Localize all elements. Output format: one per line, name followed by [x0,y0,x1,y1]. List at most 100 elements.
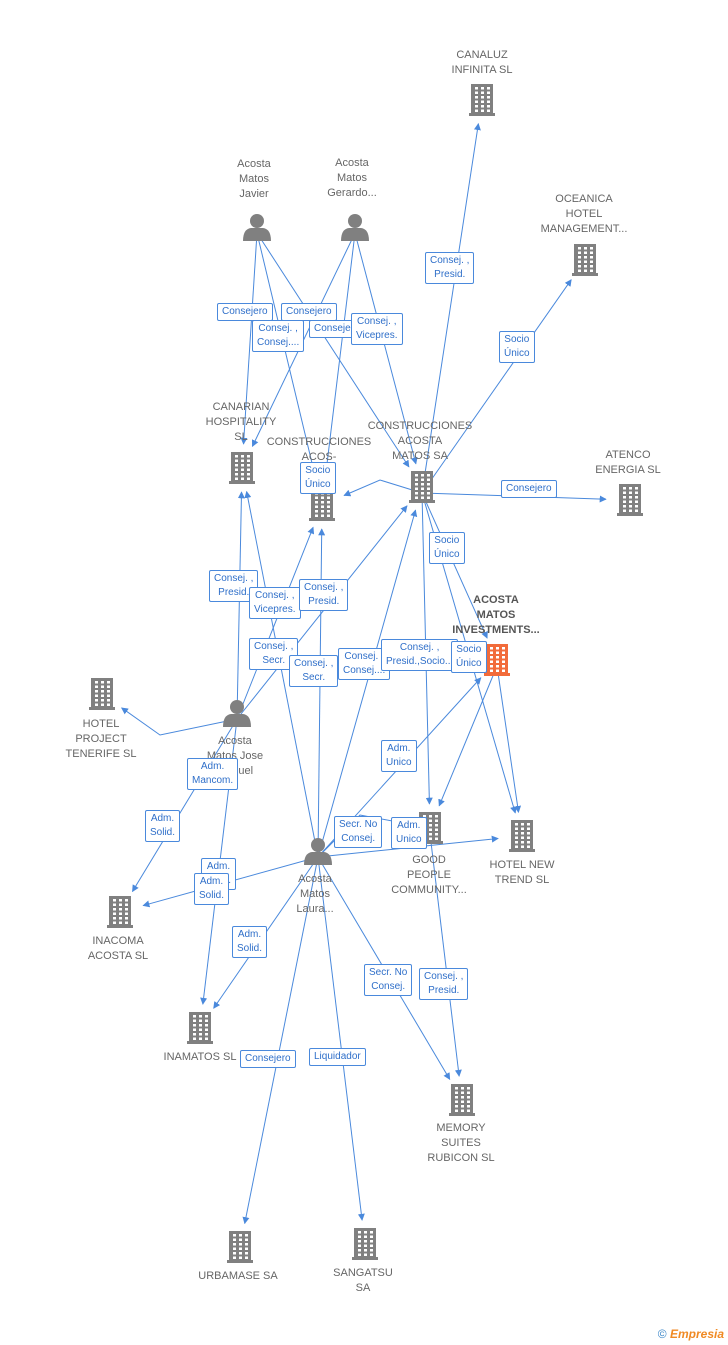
edge-role-label[interactable]: Adm.Solid. [194,873,230,905]
building-icon-oceanica[interactable] [572,244,598,276]
edge-role-text: Consej. , [258,323,298,334]
node-label-line: Matos [337,172,367,184]
edge-role-label[interactable]: Consejero [281,303,337,321]
node-label-inamatos[interactable]: INAMATOS SL [135,1050,265,1065]
edge-role-text: Socio [456,644,482,655]
edge-role-label[interactable]: Consej. ,Presid. [425,252,475,284]
edge-role-text: Socio [305,465,331,476]
edge-role-text: Presid.,Socio... [386,656,454,667]
building-icon-canarian[interactable] [229,452,255,484]
node-label-line: ACOSTA [397,435,443,447]
edge-role-text: Adm. [237,929,262,940]
person-icon-laura[interactable] [304,838,332,865]
node-label-line: MANAGEMENT... [540,223,628,235]
node-label-line: Acosta [335,157,369,169]
node-label-line: ACOS- [301,451,337,463]
edge-goodpeople-memory [429,833,462,1077]
building-icon-hotelproject[interactable] [89,678,115,710]
node-label-line: SA [355,1282,371,1294]
person-icon-gerardo[interactable] [341,214,369,241]
building-icon-memory[interactable] [449,1084,475,1116]
edge-role-text: Presid. [218,587,250,598]
node-label-line: Laura... [296,903,334,915]
building-icon-cam[interactable] [409,471,435,503]
node-label-line: SUITES [441,1137,481,1149]
building-icon-inamatos[interactable] [187,1012,213,1044]
edge-role-label[interactable]: Consej. ,Consej.... [252,320,305,352]
edge-jose-acos [236,526,315,720]
node-label-line: INAMATOS SL [163,1051,237,1063]
node-label-line: INFINITA SL [451,64,513,76]
building-icon-atenco[interactable] [617,484,643,516]
edge-role-text: Consej. , [430,255,470,266]
building-icon-sangatsu[interactable] [352,1228,378,1260]
edge-role-text: Secr. [262,655,286,666]
building-icon-acos[interactable] [309,489,335,521]
node-label-urbamase[interactable]: URBAMASE SA [173,1269,303,1284]
building-icon-inacoma[interactable] [107,896,133,928]
edge-role-text: Consej.... [343,665,386,676]
edge-role-label[interactable]: Consej. ,Vicepres. [249,587,301,619]
building-icon-hotelnew[interactable] [509,820,535,852]
edge-role-label[interactable]: Consejero [217,303,273,321]
edge-role-label[interactable]: Consej. ,Secr. [289,655,339,687]
node-label-line: HOTEL [82,718,120,730]
node-label-line: INVESTMENTS... [452,624,540,636]
node-label-line: COMMUNITY... [391,884,467,896]
edge-role-text: Socio [504,334,530,345]
edge-role-text: Consejero [286,306,332,317]
node-label-line: Acosta [218,735,252,747]
edge-role-text: Consej. , [294,658,334,669]
edge-role-label[interactable]: Consejero [501,480,557,498]
edge-role-label[interactable]: Adm.Unico [391,817,427,849]
edge-role-text: Adm. [397,820,421,831]
edge-cam-acos [343,479,423,497]
edge-role-label[interactable]: Adm.Solid. [232,926,268,958]
building-icon-canaluz[interactable] [469,84,495,116]
edge-role-text: Solid. [150,827,176,838]
edge-role-label[interactable]: Consej. ,Vicepres. [351,313,403,345]
edge-javier-cam [256,232,410,468]
edge-role-label[interactable]: Adm.Solid. [145,810,181,842]
edge-role-text: Consej. , [214,573,254,584]
building-icon-urbamase[interactable] [227,1231,253,1263]
person-icon-javier[interactable] [243,214,271,241]
edge-role-label[interactable]: Adm.Unico [381,740,417,772]
edge-role-label[interactable]: Adm.Mancom. [187,758,239,790]
edge-role-label[interactable]: Consejero [240,1050,296,1068]
edge-javier-acos [256,232,319,483]
edge-role-label[interactable]: Liquidador [309,1048,366,1066]
node-label-line: HOSPITALITY [205,416,277,428]
edge-gerardo-cam [354,232,418,465]
edge-jose-cam [236,505,408,720]
person-icon-jose[interactable] [223,700,251,727]
building-icon-ami[interactable] [484,644,510,676]
edge-role-label[interactable]: Consej. ,Presid.,Socio... [381,639,459,671]
node-label-line: CONSTRUCCIONES [266,436,372,448]
edge-role-label[interactable]: Consej. ,Presid. [419,968,469,1000]
node-label-line: MATOS [476,609,516,621]
edge-role-text: Secr. No [339,819,378,830]
edge-role-label[interactable]: Consej. ,Presid. [299,579,349,611]
